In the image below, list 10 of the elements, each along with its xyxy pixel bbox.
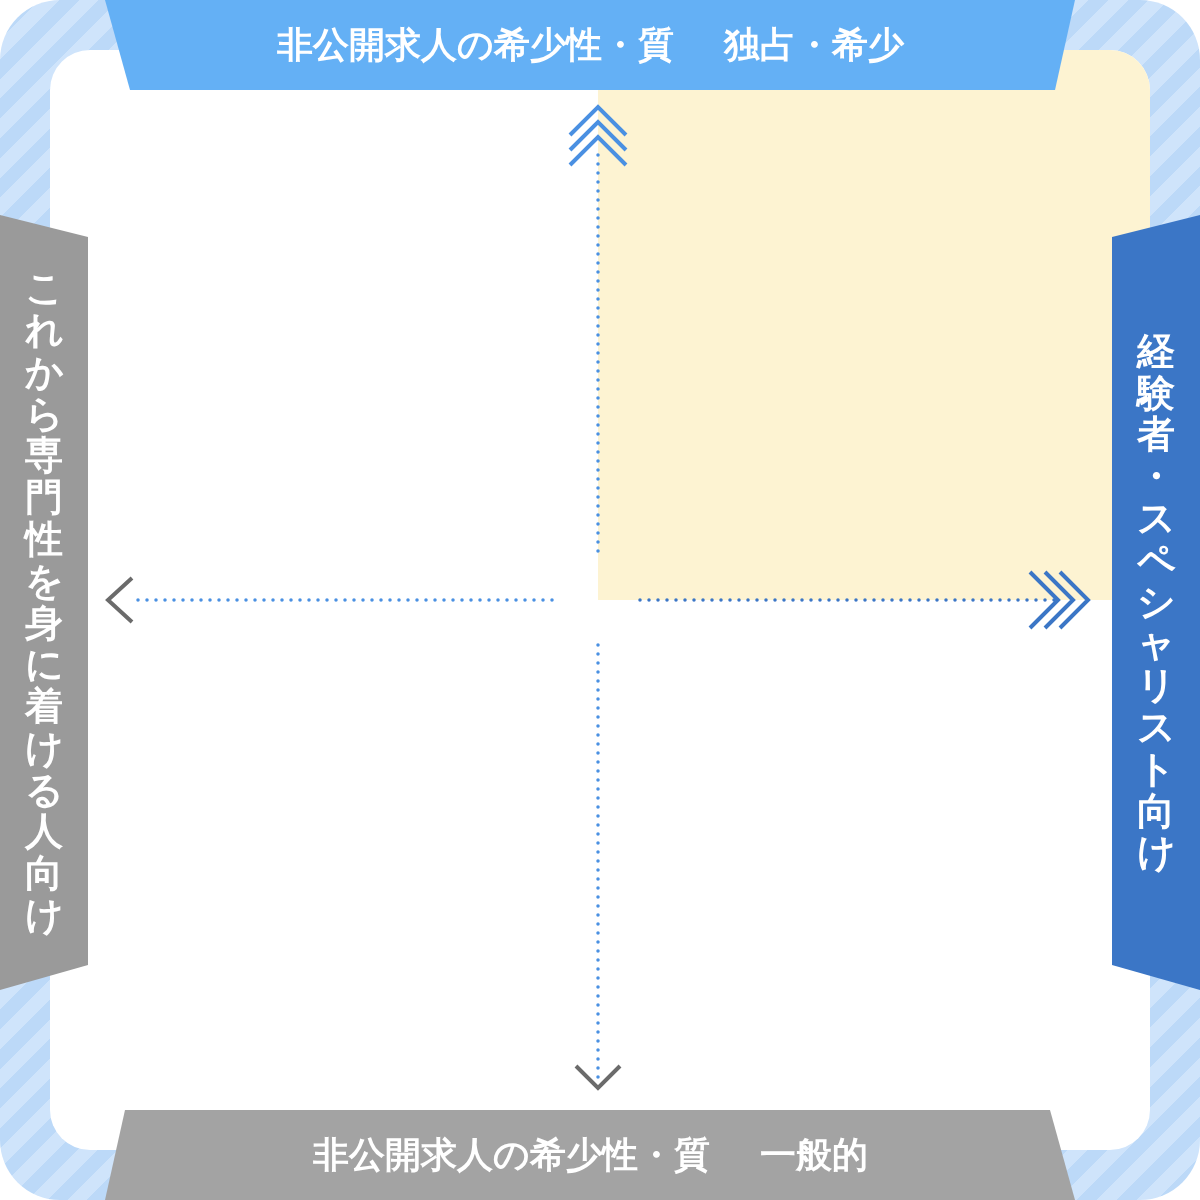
axis-label-band [0,215,88,990]
axis-label: 独占・希少 [723,22,904,67]
axis-label: 非公開求人の希少性・質 [312,1132,710,1177]
axis-label-band [105,0,1075,90]
axis-label-band [105,1110,1075,1200]
axis-label: 一般的 [759,1132,868,1177]
axis-label: これから専門性を身に着ける人向け [25,268,63,937]
axis-label: 非公開求人の希少性・質 [276,22,674,67]
axis-label: 経験者・スペシャリスト向け [1137,330,1175,875]
axis-label-band [1112,215,1200,990]
